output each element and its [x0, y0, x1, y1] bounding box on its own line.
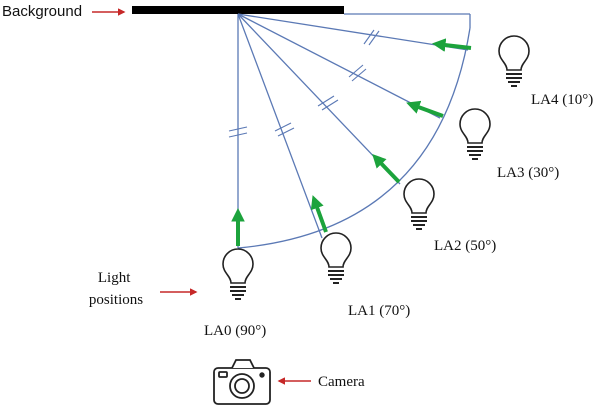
light-positions-label-line1: Light: [98, 270, 131, 286]
camera-icon: [213, 359, 271, 405]
light-label-la3: LA3 (30°): [497, 165, 559, 181]
light-label-la0: LA0 (90°): [204, 323, 266, 339]
light-arrow-la3: [406, 100, 444, 118]
ray-la3: [237, 13, 441, 119]
light-arrow-la1: [310, 195, 328, 233]
light-arrow-la4: [431, 38, 472, 52]
light-bulb-icon: [459, 108, 491, 160]
ray-la4: [237, 13, 469, 51]
light-bulb-icon: [222, 248, 254, 300]
light-arc: [237, 27, 471, 249]
light-label-la1: LA1 (70°): [348, 303, 410, 319]
background-bar: [132, 6, 344, 14]
light-bulb-icon: [403, 178, 435, 230]
background-label: Background: [2, 3, 82, 20]
ray-lines: [237, 13, 469, 248]
light-direction-arrows: [231, 38, 472, 246]
light-label-la2: LA2 (50°): [434, 238, 496, 254]
ray-la1: [237, 13, 323, 239]
camera-label: Camera: [318, 374, 365, 390]
light-positions-label-line2: positions: [89, 292, 143, 308]
light-bulb-icon: [498, 35, 530, 87]
light-positions-label: Light positions: [89, 270, 143, 308]
parallel-ticks: [228, 29, 380, 138]
light-arrow-la2: [372, 154, 401, 184]
light-label-la4: LA4 (10°): [531, 92, 593, 108]
light-bulb-icon: [320, 232, 352, 284]
